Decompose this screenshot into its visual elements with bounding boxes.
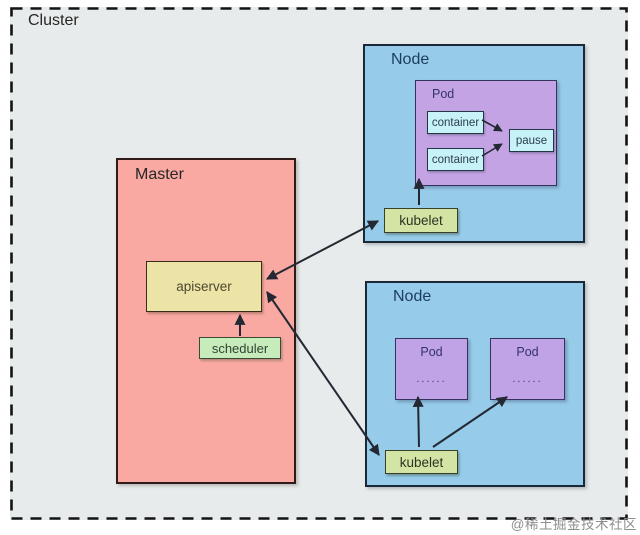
master-box: Master apiserver scheduler	[116, 158, 296, 484]
pod-ellipsis: ......	[416, 373, 447, 385]
container-box-2: container	[427, 148, 484, 171]
kubelet-bottom-box: kubelet	[385, 450, 458, 474]
node-bottom-label: Node	[393, 288, 432, 305]
container-box-1: container	[427, 111, 484, 134]
pod-label: Pod	[432, 87, 455, 101]
pod-label: Pod	[420, 345, 443, 359]
node-top-box: Node Pod container container pause kubel…	[363, 44, 585, 243]
pod-ellipsis: ......	[512, 373, 543, 385]
node-bottom-box: Node Pod ...... Pod ...... kubelet	[365, 281, 585, 487]
pause-box: pause	[509, 129, 554, 152]
scheduler-box: scheduler	[199, 337, 281, 359]
apiserver-box: apiserver	[146, 261, 262, 312]
watermark: @稀土掘金技术社区	[510, 517, 637, 532]
pod-box-2: Pod ......	[490, 338, 565, 400]
pod-box-1: Pod ......	[395, 338, 468, 400]
pod-box: Pod container container pause	[415, 80, 557, 186]
cluster-label: Cluster	[28, 12, 79, 29]
pod-label: Pod	[516, 345, 539, 359]
node-top-label: Node	[391, 51, 430, 68]
kubelet-top-box: kubelet	[384, 208, 458, 233]
master-label: Master	[135, 166, 184, 183]
